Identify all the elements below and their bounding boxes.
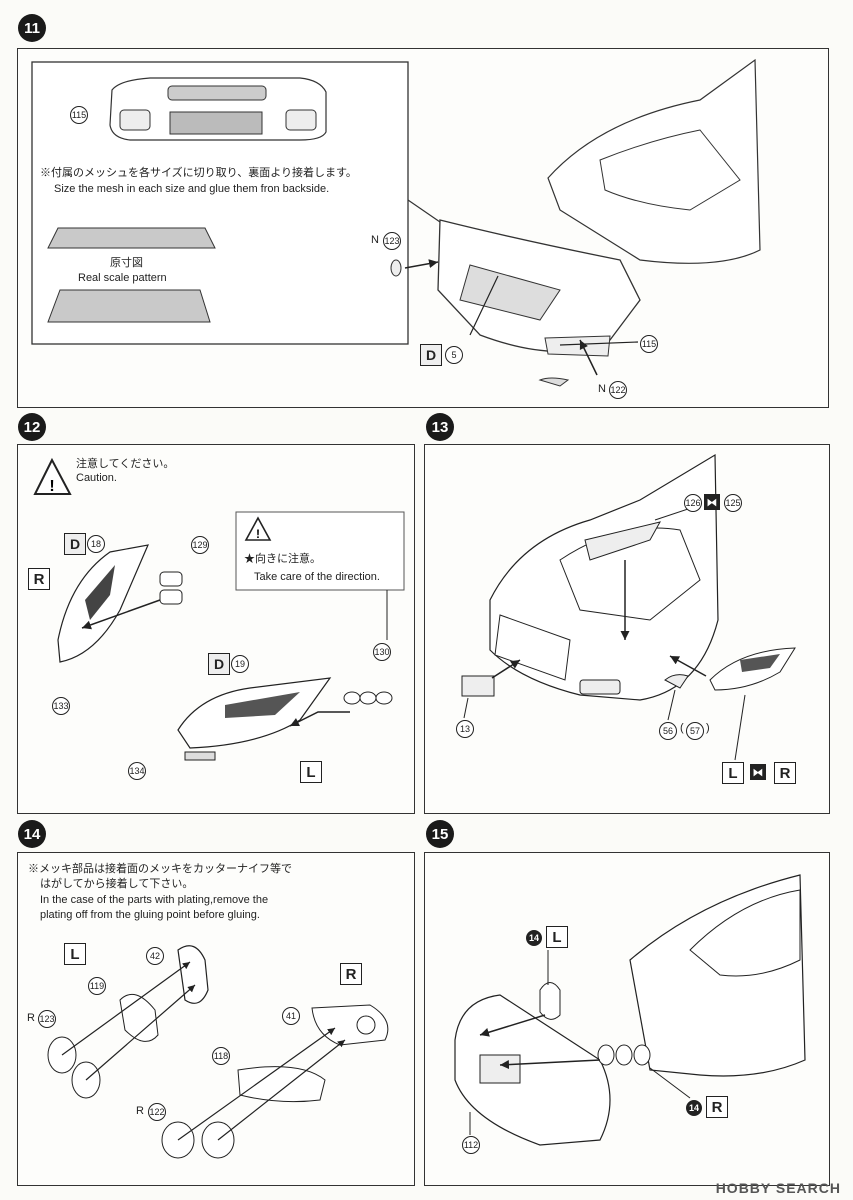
plating-note-jp-2: はがしてから接着して下さい。	[40, 878, 194, 890]
plating-note-en-1: In the case of the parts with plating,re…	[40, 894, 269, 906]
part-129-label: 129	[191, 536, 209, 554]
part-42-label: 42	[146, 947, 164, 965]
step-14-number: 14	[18, 820, 46, 848]
part-134-label: 134	[128, 762, 146, 780]
part-133-label: 133	[52, 697, 70, 715]
part-5-label: 5	[445, 346, 463, 364]
part-126-label: 126	[684, 494, 702, 512]
part-123-label-14: 123	[38, 1010, 56, 1028]
part-57-label: 57	[686, 722, 704, 740]
plating-note-en-2: plating off from the gluing point before…	[40, 909, 260, 921]
side-l-label-13: L	[722, 762, 744, 784]
svg-text:!: !	[49, 478, 54, 495]
paren-open: (	[680, 722, 684, 734]
side-r-label-15: R	[706, 1096, 728, 1118]
side-l-label-14: L	[64, 943, 86, 965]
part-123-label: 123	[383, 232, 401, 250]
step-15-number: 15	[426, 820, 454, 848]
real-scale-en: Real scale pattern	[78, 272, 167, 284]
step-13-number: 13	[426, 413, 454, 441]
side-r-label-13: R	[774, 762, 796, 784]
side-l-label-15: L	[546, 926, 568, 948]
part-115-label-2: 115	[640, 335, 658, 353]
real-scale-jp: 原寸図	[110, 257, 143, 269]
part-122-label-14: 122	[148, 1103, 166, 1121]
part-41-label: 41	[282, 1007, 300, 1025]
label-n-122: N	[598, 383, 606, 395]
side-r-label-14: R	[340, 963, 362, 985]
side-l-label: L	[300, 761, 322, 783]
paren-close: )	[706, 722, 710, 734]
flip-icon: ⧓	[704, 494, 720, 510]
part-56-label: 56	[659, 722, 677, 740]
side-r-label: R	[28, 568, 50, 590]
step-14-ref-label-r: 14	[686, 1100, 702, 1116]
part-125-label: 125	[724, 494, 742, 512]
flip-icon-2: ⧓	[750, 764, 766, 780]
part-122-label: 122	[609, 381, 627, 399]
watermark: HOBBY SEARCH	[715, 1180, 841, 1196]
label-n-123: N	[371, 234, 379, 246]
step-14-ref-label-l: 14	[526, 930, 542, 946]
part-118-label: 118	[212, 1047, 230, 1065]
mesh-note-en: Size the mesh in each size and glue them…	[54, 183, 330, 195]
part-112-label: 112	[462, 1136, 480, 1154]
runner-d18-label: D	[64, 533, 86, 555]
runner-d-label: D	[420, 344, 442, 366]
part-115-label: 115	[70, 106, 88, 124]
mesh-note-jp: ※付属のメッシュを各サイズに切り取り、裏面より接着します。	[40, 167, 357, 179]
caution-jp: 注意してください。	[76, 458, 175, 470]
plating-note-jp-1: ※メッキ部品は接着面のメッキをカッターナイフ等で	[28, 863, 292, 875]
step-11-number: 11	[18, 14, 46, 42]
part-18-label: 18	[87, 535, 105, 553]
caution-en: Caution.	[76, 472, 117, 484]
step-12-number: 12	[18, 413, 46, 441]
part-13-label: 13	[456, 720, 474, 738]
part-119-label: 119	[88, 977, 106, 995]
part-130-label: 130	[373, 643, 391, 661]
label-r-122: R	[136, 1105, 144, 1117]
part-19-label: 19	[231, 655, 249, 673]
svg-text:!: !	[256, 527, 260, 541]
runner-d19-label: D	[208, 653, 230, 675]
direction-en: Take care of the direction.	[254, 571, 380, 583]
label-r-123: R	[27, 1012, 35, 1024]
direction-jp: ★向きに注意。	[244, 553, 321, 565]
